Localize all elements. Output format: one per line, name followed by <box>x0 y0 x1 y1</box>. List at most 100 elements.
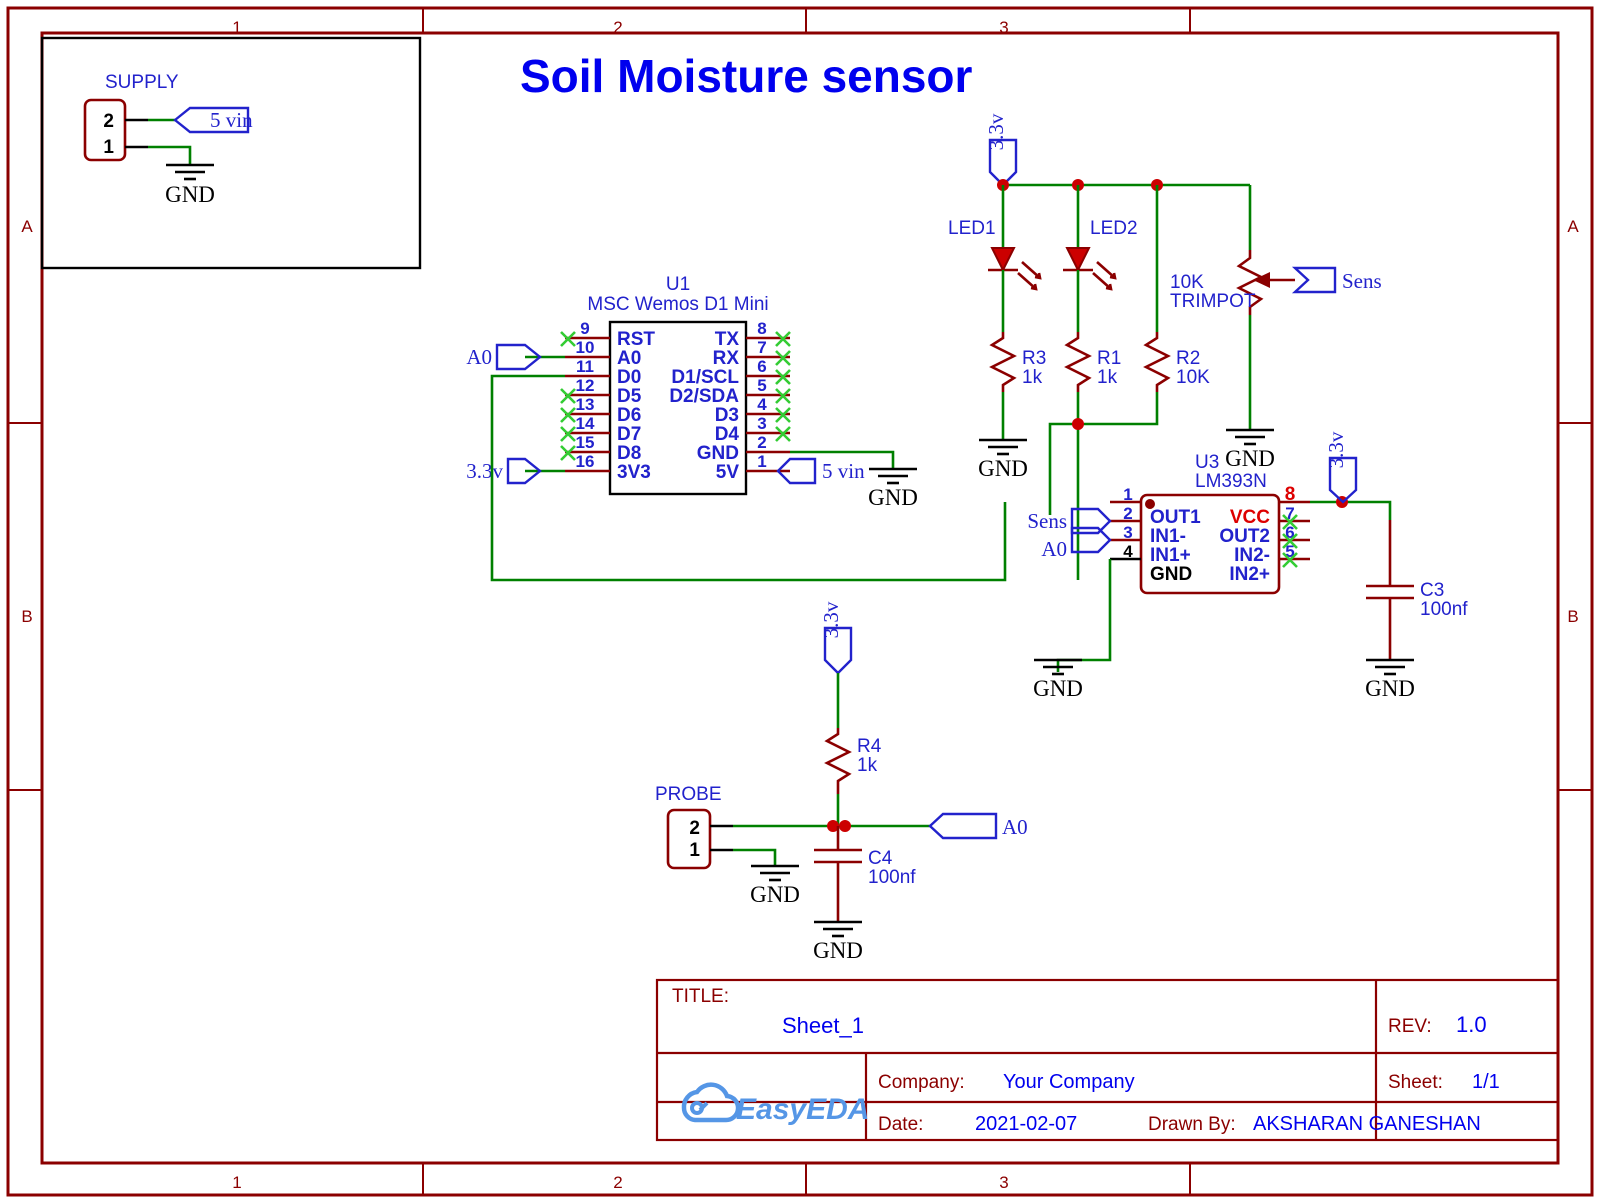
gnd-symbol-r3: GND <box>978 438 1028 481</box>
u3-pinnum-7: 7 <box>1285 504 1294 523</box>
component-c4[interactable]: C4 100nf <box>814 826 916 922</box>
trimpot-value: 10K <box>1170 272 1204 293</box>
u1-pin-d3-name: D3 <box>715 405 739 426</box>
title-block: TITLE: Sheet_1 REV: 1.0 Company: Your Co… <box>655 978 1560 1142</box>
net-port-sens-u3-label: Sens <box>1027 509 1067 533</box>
frame-col-3-bottom: 3 <box>999 1173 1008 1192</box>
junction-probe-1 <box>827 820 839 832</box>
u1-pin-d6-name: D6 <box>617 405 641 426</box>
u1-nc-markers <box>560 331 576 461</box>
supply-label: SUPPLY <box>105 72 179 93</box>
net-port-a0-u1-label: A0 <box>466 345 492 369</box>
led2-ref: LED2 <box>1090 218 1138 239</box>
component-r1[interactable]: R1 1k <box>1064 290 1121 424</box>
led2-emission-arrows <box>1092 261 1117 291</box>
component-led2[interactable]: LED2 <box>1063 185 1138 291</box>
net-port-5vin-u1[interactable]: 5 vin <box>776 457 865 485</box>
trimpot-wiper[interactable] <box>1253 272 1295 288</box>
drawn-by-value: AKSHARAN GANESHAN <box>1253 1113 1481 1135</box>
u1-pin-rst-name: RST <box>617 329 655 350</box>
probe-section: 3.3v R4 1k PROBE 2 1 GND <box>655 601 1028 963</box>
component-u1[interactable]: U1 MSC Wemos D1 Mini RST A0 D0 D5 D6 D7 … <box>466 274 918 510</box>
u3-pinnum-4: 4 <box>1123 542 1133 561</box>
component-r4[interactable]: R4 1k <box>824 728 882 826</box>
u1-pinnum-12: 12 <box>576 376 595 395</box>
u1-pin-d4-name: D4 <box>715 424 740 445</box>
sheet-key: Sheet: <box>1388 1072 1443 1093</box>
easyeda-logo: EasyEDA <box>681 1082 869 1126</box>
gnd-label-c4: GND <box>813 938 863 963</box>
component-u3[interactable]: U3 LM393N OUT1 IN1- IN1+ GND 1 2 3 4 VCC… <box>1027 452 1310 701</box>
gnd-symbol-c4: GND <box>813 920 863 963</box>
u3-nc-markers <box>1282 514 1298 568</box>
r3-value: 1k <box>1022 367 1043 388</box>
gnd-symbol-probe: GND <box>750 864 800 907</box>
c3-value: 100nf <box>1420 599 1468 620</box>
gnd-symbol-c3: GND <box>1365 658 1415 701</box>
u1-pinnum-5: 5 <box>757 376 766 395</box>
rev-key: REV: <box>1388 1016 1432 1037</box>
net-port-33v-u1[interactable]: 3.3v <box>466 457 565 485</box>
u3-ref: U3 <box>1195 452 1219 473</box>
u1-pinnum-16: 16 <box>576 452 595 471</box>
u3-pinnum-8: 8 <box>1285 484 1296 505</box>
u1-pin-rx-name: RX <box>713 348 740 369</box>
net-port-a0-u3[interactable]: A0 <box>1041 526 1112 561</box>
u3-body[interactable] <box>1139 493 1281 595</box>
net-port-a0-u1[interactable]: A0 <box>466 343 565 371</box>
u1-pin-d1scl-name: D1/SCL <box>671 367 739 388</box>
supply-pin-1-num: 1 <box>103 137 114 158</box>
net-port-sens-trimpot[interactable]: Sens <box>1291 266 1382 294</box>
u1-pinnum-6: 6 <box>757 357 766 376</box>
component-r3[interactable]: R3 1k <box>989 290 1046 440</box>
net-port-33v-rail-label: 3.3v <box>984 113 1008 150</box>
component-c3[interactable]: C3 100nf <box>1366 520 1468 660</box>
net-port-a0-probe[interactable]: A0 <box>928 812 1028 840</box>
wire-node-to-in1minus <box>1048 422 1078 515</box>
u1-pinnum-11: 11 <box>576 357 594 376</box>
u1-pin-d0-name: D0 <box>617 367 641 388</box>
u3-pinnum-2: 2 <box>1123 504 1132 523</box>
junction-probe-2 <box>839 820 851 832</box>
net-port-33v-rail[interactable]: 3.3v <box>984 113 1018 187</box>
power-rail-33v: 3.3v <box>984 113 1250 191</box>
junction-r1-r2 <box>1072 418 1084 430</box>
easyeda-logo-text: EasyEDA <box>736 1093 869 1126</box>
component-r2[interactable]: R2 10K <box>1078 185 1210 426</box>
net-port-33v-u3-label: 3.3v <box>1324 431 1348 468</box>
u1-pin-d5-name: D5 <box>617 386 642 407</box>
frame-col-1-top: 1 <box>232 18 241 37</box>
gnd-symbol-supply: GND <box>165 163 215 207</box>
probe-connector[interactable] <box>666 808 712 870</box>
u1-pin-5v-name: 5V <box>716 462 740 483</box>
gnd-label-trimpot: GND <box>1225 446 1275 471</box>
u3-pinnum-5: 5 <box>1285 542 1294 561</box>
c3-ref: C3 <box>1420 580 1444 601</box>
net-port-33v-u3[interactable]: 3.3v <box>1324 431 1358 504</box>
u1-pinnum-7: 7 <box>757 338 766 357</box>
u3-pin-in1m-name: IN1- <box>1150 526 1186 547</box>
wire-u3-gnd <box>1056 559 1112 672</box>
net-port-sens-u3[interactable]: Sens <box>1027 507 1112 535</box>
c4-ref: C4 <box>868 848 893 869</box>
company-key: Company: <box>878 1072 965 1093</box>
net-port-5vin-supply[interactable]: 5 vin <box>173 106 253 134</box>
u1-pinnum-8: 8 <box>757 319 766 338</box>
net-port-33v-probe[interactable]: 3.3v <box>819 601 853 675</box>
u1-body[interactable] <box>608 320 748 496</box>
company-value: Your Company <box>1003 1071 1135 1093</box>
u3-pin-gnd-name: GND <box>1150 564 1192 585</box>
wire-u1-gnd <box>790 450 895 469</box>
sheet-frame: 1 2 3 1 2 3 A B A B <box>6 6 1594 1197</box>
component-trimpot[interactable]: 10K TRIMPOT Sens <box>1170 185 1382 430</box>
supply-connector[interactable] <box>83 98 127 162</box>
component-led1[interactable]: LED1 <box>948 185 1042 291</box>
u1-right-pins: TX RX D1/SCL D2/SDA D3 D4 GND 5V 8 7 6 5… <box>669 319 791 483</box>
u1-pinnum-2: 2 <box>757 433 766 452</box>
probe-pin-2-num: 2 <box>689 818 700 839</box>
sheet-value: 1/1 <box>1472 1071 1500 1093</box>
u1-pin-d2sda-name: D2/SDA <box>669 386 739 407</box>
frame-row-b-left: B <box>21 607 32 626</box>
page-title: Soil Moisture sensor <box>520 50 973 102</box>
